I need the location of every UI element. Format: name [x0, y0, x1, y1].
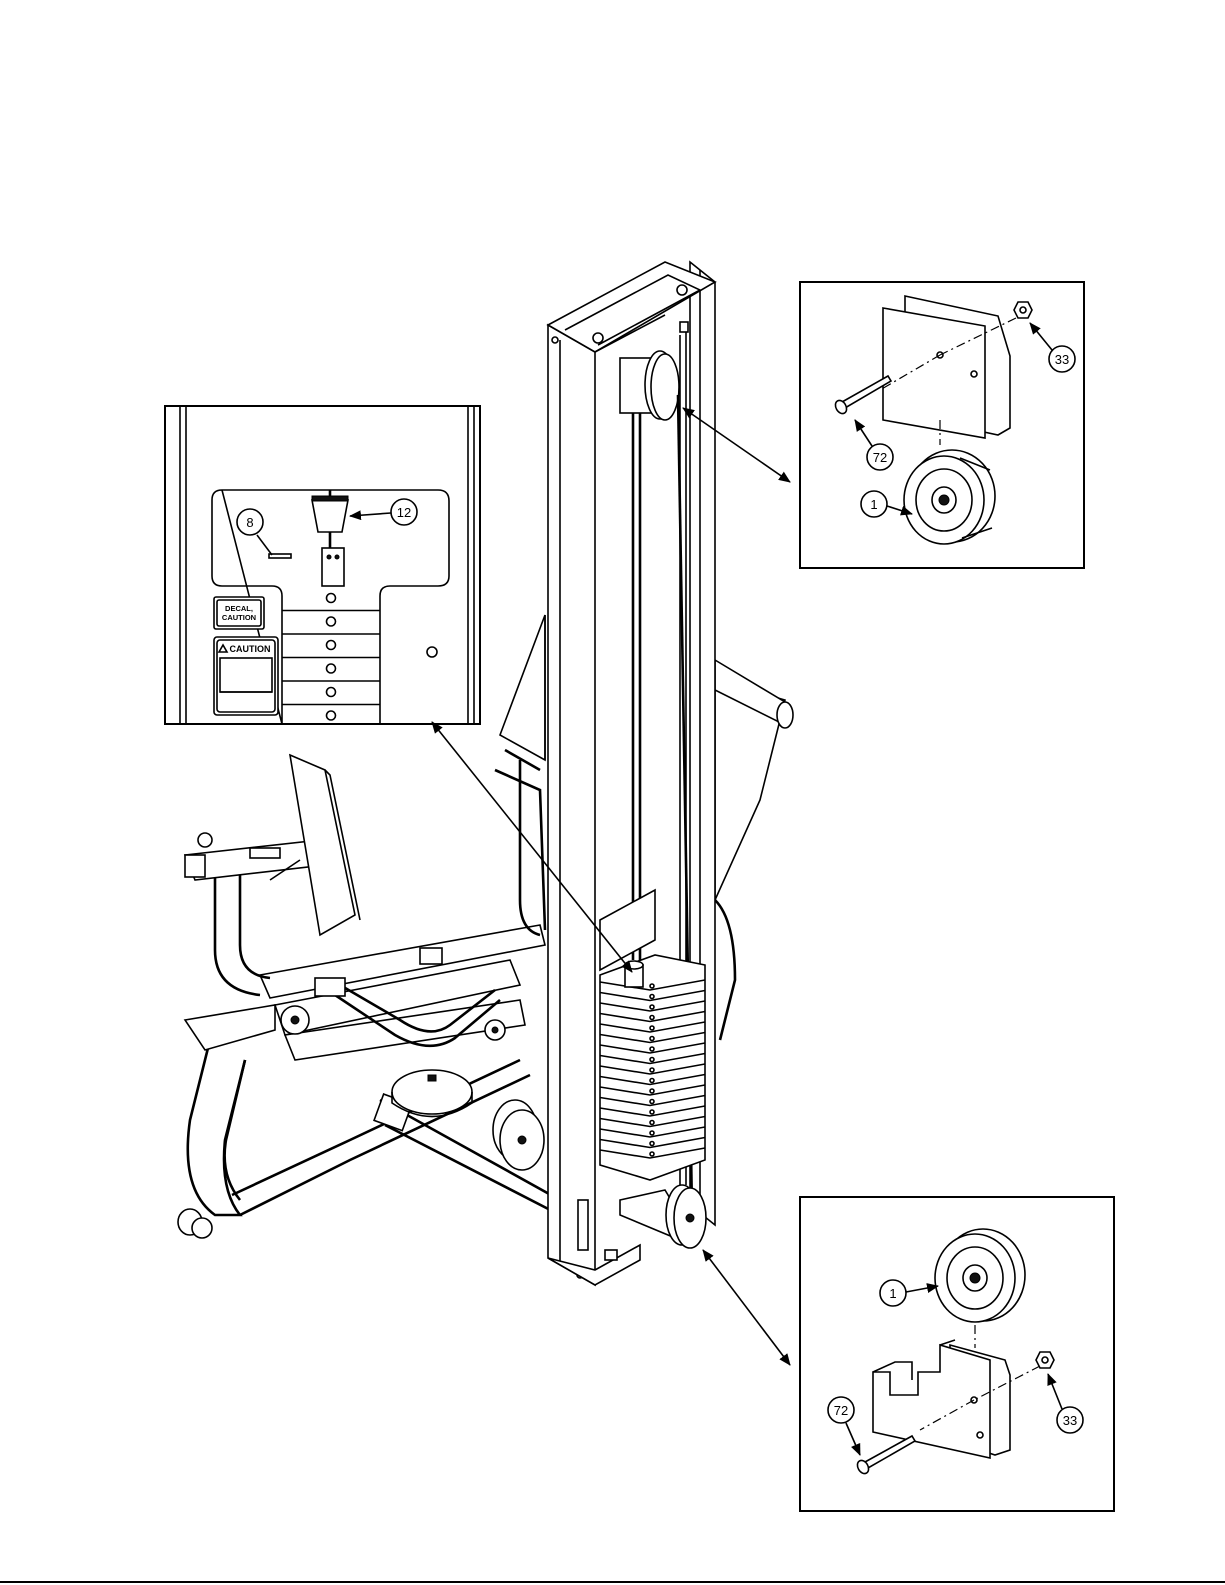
weight-plate-hole — [650, 1037, 654, 1041]
hex-nut-icon — [1014, 302, 1032, 318]
decal-line-1: DECAL, — [225, 604, 253, 613]
bolt-icon — [855, 1436, 915, 1476]
inset-weight-selector: DECAL, CAUTION CAUTION 8 12 — [165, 406, 480, 724]
svg-text:12: 12 — [397, 505, 411, 520]
weight-plate-hole — [650, 1121, 654, 1125]
callout-33-top: 33 — [1030, 323, 1075, 372]
pulley-icon — [935, 1229, 1025, 1322]
svg-text:CAUTION: CAUTION — [230, 644, 271, 654]
svg-text:72: 72 — [834, 1403, 848, 1418]
callout-1-bottom: 1 — [880, 1280, 938, 1306]
weight-plate-hole — [650, 1005, 654, 1009]
weight-plate-hole — [650, 1152, 654, 1156]
frame-hole — [427, 647, 437, 657]
selector-hole — [327, 594, 336, 603]
selector-hole — [327, 617, 336, 626]
selector-knob — [312, 496, 348, 532]
inset-bottom-pulley: 1 72 33 — [800, 1197, 1114, 1511]
callout-12: 12 — [350, 499, 417, 525]
selector-hole — [327, 641, 336, 650]
svg-text:72: 72 — [873, 450, 887, 465]
inset-top-pulley: 33 72 1 — [800, 282, 1084, 568]
weight-plate-hole — [650, 984, 654, 988]
weight-plate-hole — [650, 1047, 654, 1051]
svg-text:33: 33 — [1055, 352, 1069, 367]
svg-text:1: 1 — [889, 1286, 896, 1301]
weight-plate-hole — [650, 1100, 654, 1104]
weight-plate-hole — [650, 1142, 654, 1146]
weight-plate-hole — [650, 1079, 654, 1083]
pulley-icon — [904, 450, 995, 544]
callout-33-bottom: 33 — [1048, 1374, 1083, 1433]
selector-hole — [327, 664, 336, 673]
weight-tower — [548, 262, 715, 1285]
weight-plate-hole — [650, 1110, 654, 1114]
weight-plate-hole — [650, 1058, 654, 1062]
weight-plate-hole — [650, 1089, 654, 1093]
callout-72-top: 72 — [855, 420, 893, 470]
callout-8: 8 — [237, 509, 272, 555]
weight-plate-hole — [650, 1016, 654, 1020]
weight-plate-hole — [650, 1068, 654, 1072]
svg-text:33: 33 — [1063, 1413, 1077, 1428]
decal-caution-small: DECAL, CAUTION — [214, 597, 264, 629]
bottom-inset-leader — [703, 1250, 790, 1365]
decal-line-2: CAUTION — [222, 613, 256, 622]
weight-plate-hole — [650, 995, 654, 999]
callout-72-bottom: 72 — [828, 1397, 860, 1455]
svg-text:8: 8 — [246, 515, 253, 530]
weight-plate-hole — [650, 1026, 654, 1030]
decal-caution-large: CAUTION — [214, 637, 278, 715]
hex-nut-icon — [1036, 1352, 1054, 1368]
leader-arrows — [432, 408, 790, 1365]
selector-hole — [327, 688, 336, 697]
weight-plate-hole — [650, 1131, 654, 1135]
selector-rows — [282, 594, 380, 721]
selector-hole — [327, 711, 336, 720]
svg-text:1: 1 — [870, 497, 877, 512]
